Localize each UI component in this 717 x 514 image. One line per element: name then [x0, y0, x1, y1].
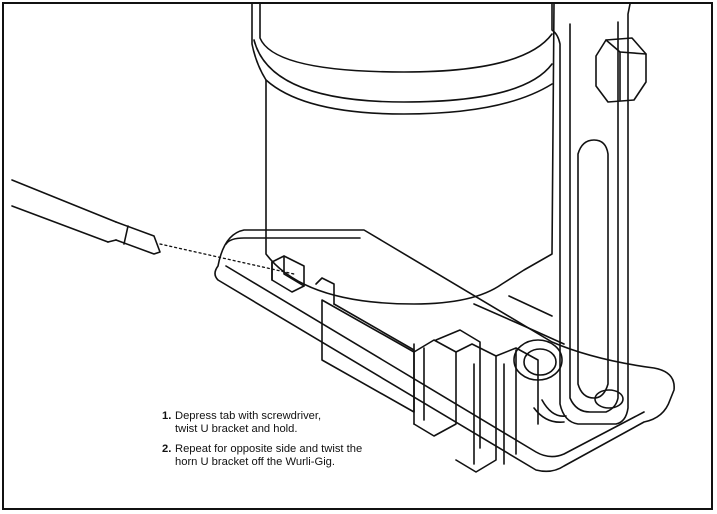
- instruction-steps: 1. Depress tab with screwdriver, twist U…: [162, 410, 462, 476]
- horn-cylinder: [251, 4, 555, 305]
- bracket-tab: [271, 255, 335, 305]
- step-text: Depress tab with screwdriver, twist U br…: [175, 410, 322, 435]
- step-number: 2.: [162, 443, 172, 455]
- step-number: 1.: [162, 410, 172, 422]
- wurli-gig-bracket-illustration: [11, 4, 675, 473]
- u-bracket-arm: [533, 4, 631, 425]
- alignment-dotted-line: [159, 243, 295, 275]
- base-hole-right: [594, 389, 624, 409]
- screwdriver: [11, 179, 161, 255]
- base-plate: [214, 229, 675, 473]
- ribbed-guide: [321, 299, 539, 473]
- instruction-step-2: 2. Repeat for opposite side and twist th…: [162, 443, 462, 468]
- hex-bolt: [595, 37, 647, 103]
- step-text: Repeat for opposite side and twist the h…: [175, 443, 363, 468]
- instruction-step-1: 1. Depress tab with screwdriver, twist U…: [162, 410, 462, 435]
